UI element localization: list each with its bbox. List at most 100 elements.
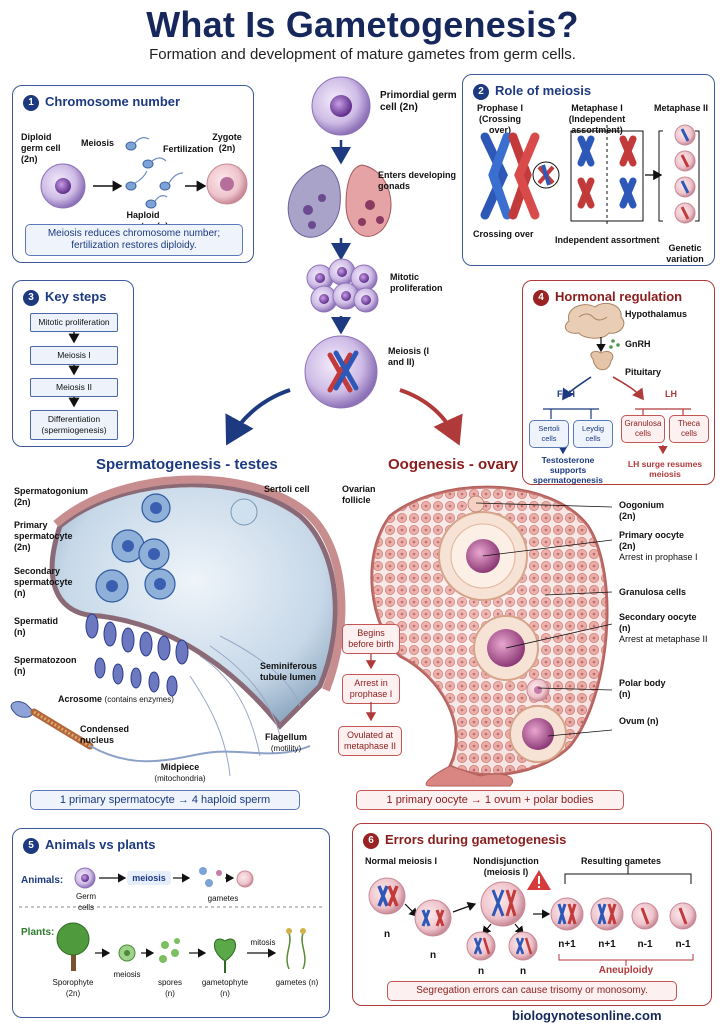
panel4-diagram bbox=[543, 302, 691, 455]
branch-arrows bbox=[225, 388, 463, 446]
label-normal: Normal meiosis I bbox=[365, 856, 438, 866]
center-flow bbox=[287, 76, 392, 409]
step-3: Meiosis II bbox=[30, 378, 118, 397]
page-title: What Is Gametogenesis? bbox=[146, 4, 579, 45]
label-lh: LH bbox=[665, 389, 677, 399]
panel5-diagram bbox=[19, 867, 325, 973]
oog-title: Oogenesis - ovary bbox=[388, 456, 519, 473]
label-n-left: n bbox=[478, 966, 485, 977]
label-pgc: Primordial germ cell (2n) bbox=[380, 90, 457, 113]
label-lumen: Seminiferous tubule lumen bbox=[260, 661, 318, 682]
label-resulting: Resulting gametes bbox=[581, 856, 662, 866]
step-4: Differentiation (spermiogenesis) bbox=[30, 410, 118, 440]
label-spermatozoon: Spermatozoon (n) bbox=[14, 655, 77, 676]
label-fertilization: Fertilization bbox=[163, 144, 214, 154]
timeline-1: Begins before birth bbox=[342, 624, 400, 654]
mitotic-cluster bbox=[306, 258, 379, 313]
label-mitotic: Mitotic proliferation bbox=[390, 272, 443, 293]
label-fsh: FSH bbox=[557, 389, 575, 399]
panel2-diagram bbox=[480, 124, 700, 225]
label-ovum: Ovum (n) bbox=[619, 716, 659, 726]
sperm-title: Spermatogenesis - testes bbox=[96, 456, 278, 473]
label-nondis: Nondisjunction (meiosis I) bbox=[473, 856, 539, 877]
timeline-3: Ovulated at metaphase II bbox=[338, 726, 402, 756]
label-gametophyte: gametophyte (n) bbox=[201, 978, 249, 998]
label-hypothalamus: Hypothalamus bbox=[625, 309, 688, 319]
label-spermatogonium: Spermatogonium (2n) bbox=[14, 486, 89, 507]
brain-icon bbox=[564, 302, 625, 339]
label-prophase: Prophase I (Crossing over) bbox=[476, 103, 523, 135]
label-nucleus: Condensed nucleus bbox=[80, 724, 130, 745]
label-crossing: Crossing over bbox=[473, 229, 534, 239]
label-primary-spermatocyte: Primary spermatocyte (2n) bbox=[14, 520, 73, 552]
label-oogonium: Oogonium (2n) bbox=[619, 500, 664, 521]
label-acrosome: Acrosome (contains enzymes) bbox=[58, 694, 174, 704]
label-metaphase1: Metaphase I (Independent assortment) bbox=[568, 103, 626, 135]
label-plant-gametes: gametes (n) bbox=[275, 978, 319, 987]
label-animals: Animals: bbox=[21, 875, 64, 886]
steps-arrows bbox=[68, 332, 80, 408]
label-plant-meiosis: meiosis bbox=[113, 970, 141, 979]
label-meiosis: Meiosis bbox=[81, 138, 115, 148]
label-gonads: Enters developing gonads bbox=[378, 170, 457, 191]
label-pituitary: Pituitary bbox=[625, 367, 662, 377]
label-sertoli: Sertoli cell bbox=[264, 484, 310, 494]
label-sporophyte: Sporophyte (2n) bbox=[52, 978, 94, 998]
panel1-diagram bbox=[40, 137, 248, 209]
label-granulosa: Granulosa cells bbox=[619, 587, 687, 597]
label-female-note: LH surge resumes meiosis bbox=[627, 459, 703, 479]
label-mitosis: mitosis bbox=[250, 938, 276, 947]
label-plants: Plants: bbox=[21, 927, 55, 938]
gonad-left bbox=[287, 164, 341, 238]
oog-summary: 1 primary oocyte → 1 ovum + polar bodies bbox=[356, 790, 624, 810]
label-aneuploidy: Aneuploidy bbox=[598, 965, 654, 976]
ploidy-4: n-1 bbox=[675, 939, 691, 950]
leaf-icon bbox=[214, 938, 236, 962]
ploidy-2: n+1 bbox=[598, 939, 616, 950]
sperm-summary: 1 primary spermatocyte → 4 haploid sperm bbox=[30, 790, 300, 810]
box-leydig: Leydig cells bbox=[573, 420, 613, 448]
label-secondary-oocyte: Secondary oocyte (n)Arrest at metaphase … bbox=[619, 612, 708, 644]
label-primary-oocyte: Primary oocyte (2n)Arrest in prophase I bbox=[619, 530, 698, 562]
label-germ: Germ cells bbox=[76, 892, 96, 912]
ploidy-1: n+1 bbox=[558, 939, 576, 950]
label-male-note: Testosterone supports spermatogenesis bbox=[533, 455, 603, 485]
label-metaphase2: Metaphase II bbox=[653, 103, 709, 113]
footer-site: biologynotesonline.com bbox=[512, 1008, 662, 1023]
label-n-second: n bbox=[430, 950, 437, 961]
panel6-diagram bbox=[368, 866, 697, 966]
label-diploid: Diploid germ cell (2n) bbox=[21, 132, 61, 164]
label-meiosis-center: Meiosis (I and II) bbox=[388, 346, 430, 367]
box-granulosa: Granulosa cells bbox=[621, 415, 665, 443]
label-secondary-spermatocyte: Secondary spermatocyte (n) bbox=[14, 566, 73, 598]
tree-icon bbox=[56, 922, 90, 956]
label-flagellum: Flagellum(motility) bbox=[264, 732, 307, 753]
panel1-note: Meiosis reduces chromosome number; ferti… bbox=[25, 224, 243, 256]
label-midpiece: Midpiece(mitochondria) bbox=[154, 762, 206, 783]
label-zygote: Zygote (2n) bbox=[212, 132, 242, 153]
step-2: Meiosis I bbox=[30, 346, 118, 365]
testis-diagram bbox=[10, 475, 346, 777]
page-subtitle: Formation and development of mature game… bbox=[149, 46, 576, 63]
label-spores: spores (n) bbox=[157, 978, 182, 998]
label-independent: Independent assortment bbox=[555, 235, 660, 245]
label-gnrh: GnRH bbox=[625, 339, 651, 349]
label-genetic: Genetic variation bbox=[666, 243, 704, 264]
box-theca: Theca cells bbox=[669, 415, 709, 443]
label-animal-gametes: gametes bbox=[207, 894, 239, 903]
box-sertoli: Sertoli cells bbox=[529, 420, 569, 448]
label-polar-body: Polar body (n) bbox=[619, 678, 666, 699]
